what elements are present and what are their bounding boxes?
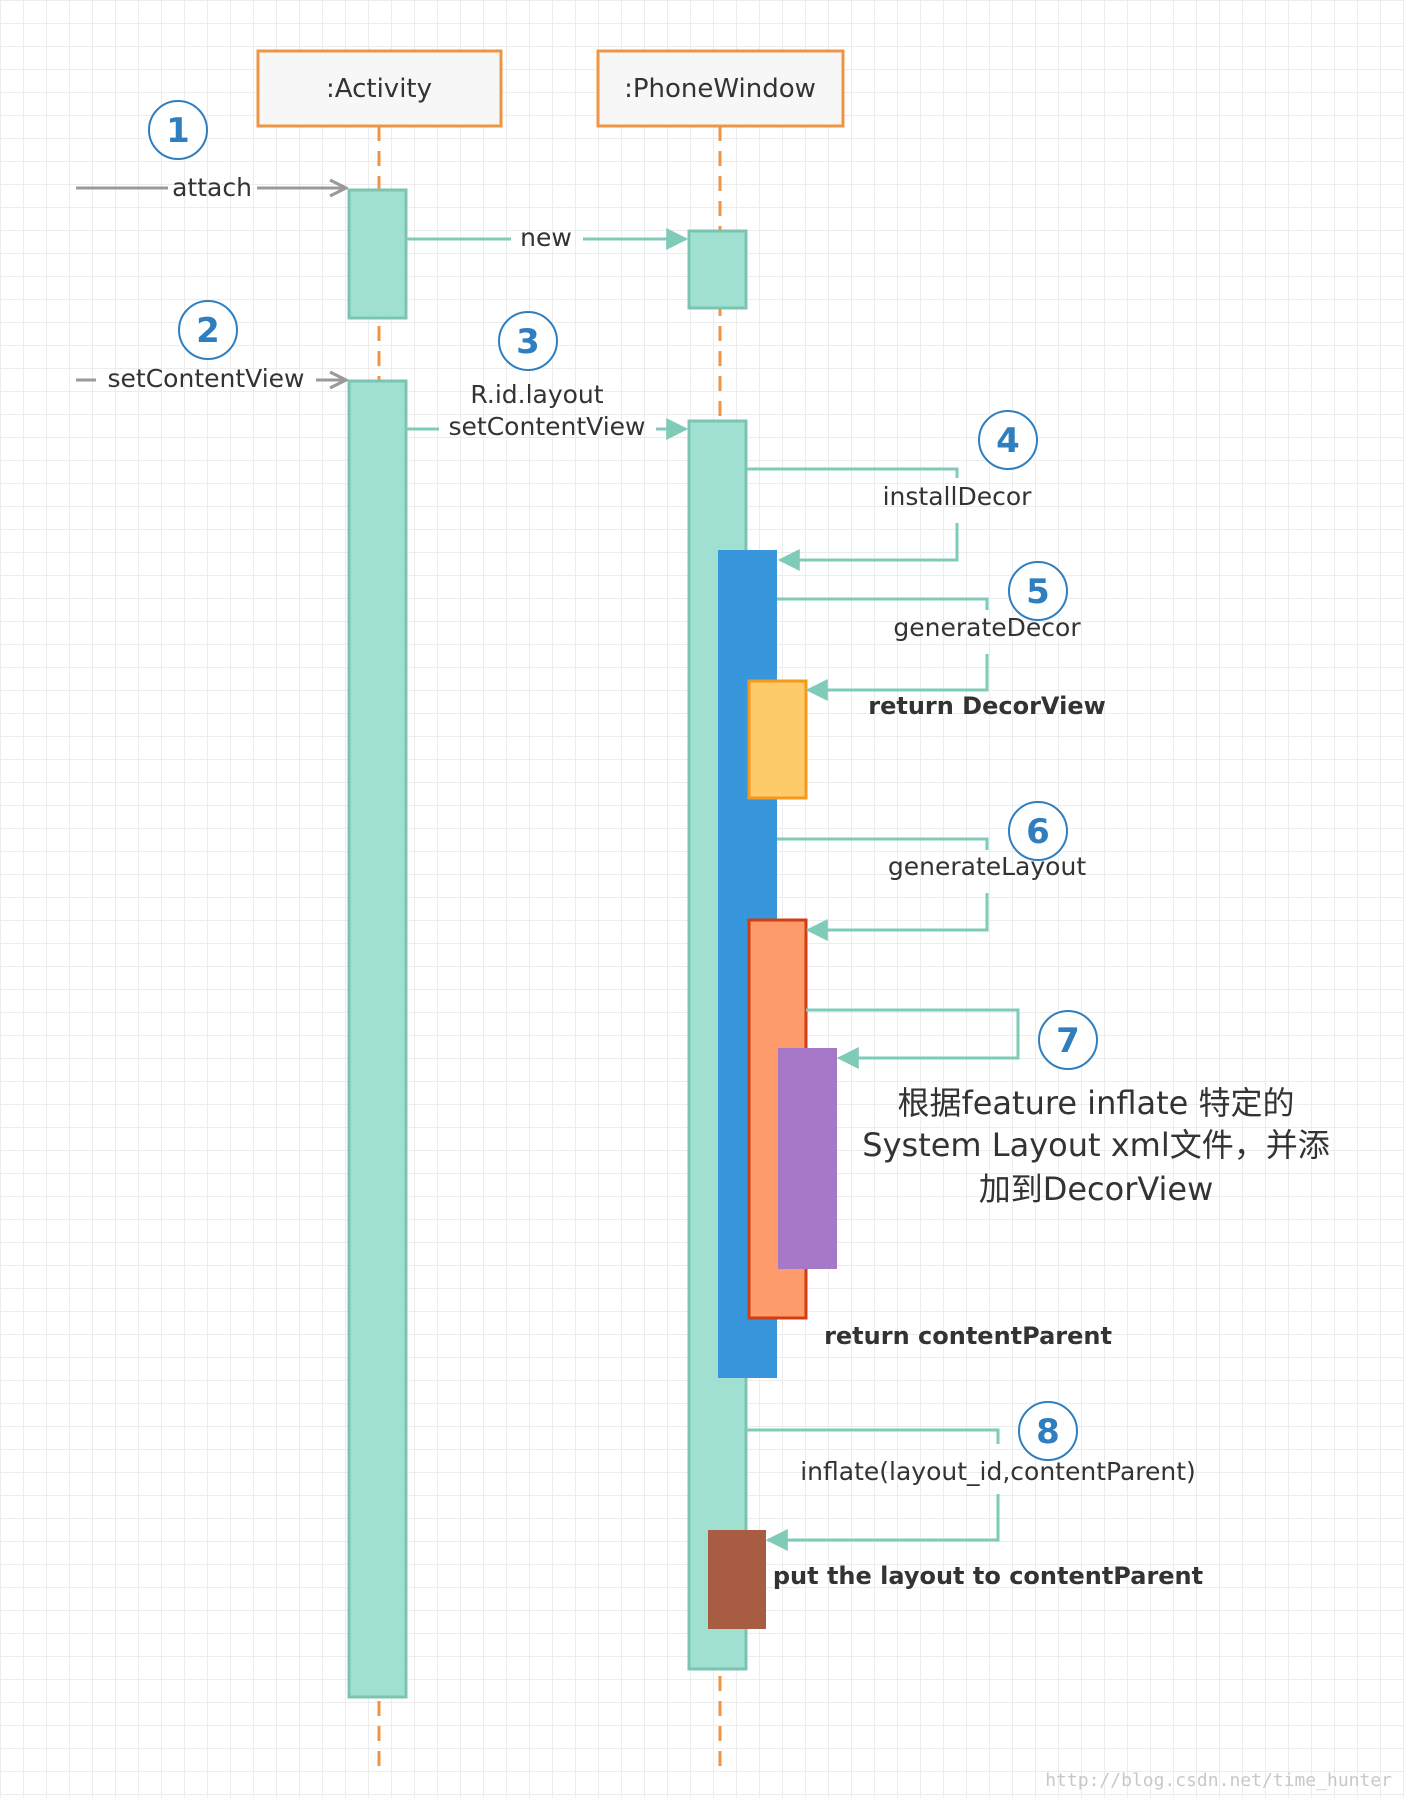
activity-setcontentview-activation[interactable] [347, 379, 408, 1699]
activity-lifeline-header[interactable] [256, 49, 503, 128]
generate-decor-label: generateDecor [893, 613, 1081, 642]
step-6-badge [1008, 801, 1068, 861]
step-8-badge [1018, 1401, 1078, 1461]
step-3-number: 3 [516, 322, 540, 362]
generate-layout-label: generateLayout [888, 852, 1086, 881]
system-layout-activation[interactable] [778, 1048, 837, 1269]
step-7-badge [1038, 1010, 1098, 1070]
inflate-call-line [746, 1428, 1000, 1444]
setcontentview-message-label: setContentView [108, 364, 305, 393]
activity-lifeline-label: :Activity [326, 74, 432, 104]
system-layout-note-line-1: 根据feature inflate 特定的 [897, 1084, 1294, 1122]
phonewindow-setcontentview-label: setContentView [449, 412, 646, 441]
return-content-parent-label: return contentParent [824, 1322, 1112, 1350]
install-decor-call-line [746, 467, 959, 478]
attach-message-label: attach [172, 173, 252, 202]
step-6-number: 6 [1026, 812, 1050, 852]
step-5-badge [1008, 561, 1068, 621]
put-layout-label: put the layout to contentParent [773, 1562, 1203, 1590]
step-4-number: 4 [996, 421, 1020, 461]
install-decor-label: installDecor [883, 482, 1033, 511]
step-7-number: 7 [1056, 1021, 1080, 1061]
install-decor-return-arrow[interactable] [777, 523, 959, 571]
step-5-number: 5 [1026, 572, 1050, 612]
generate-decor-return-arrow[interactable] [805, 654, 989, 701]
step-4-badge [978, 410, 1038, 470]
generate-layout-call-line [777, 837, 989, 850]
phonewindow-new-activation[interactable] [687, 229, 748, 310]
decor-view-activation[interactable] [747, 679, 808, 800]
phonewindow-lifeline-header[interactable] [596, 49, 845, 128]
inflate-label: inflate(layout_id,contentParent) [800, 1457, 1196, 1486]
step-8-number: 8 [1036, 1412, 1060, 1452]
system-layout-note-line-3: 加到DecorView [979, 1170, 1214, 1208]
new-message-label: new [520, 223, 572, 252]
activity-attach-activation[interactable] [347, 188, 408, 320]
system-layout-note-line-2: System Layout xml文件，并添 [862, 1126, 1329, 1164]
step-1-badge [148, 100, 208, 160]
inflate-return-arrow[interactable] [765, 1494, 1000, 1551]
step-2-number: 2 [196, 311, 220, 351]
generate-layout-return-arrow[interactable] [805, 893, 989, 941]
watermark: http://blog.csdn.net/time_hunter [1045, 1770, 1392, 1791]
rid-layout-label: R.id.layout [470, 380, 603, 409]
return-decor-view-label: return DecorView [868, 692, 1106, 720]
step-2-badge [178, 300, 238, 360]
content-parent-activation[interactable] [708, 1530, 766, 1629]
phonewindow-lifeline-label: :PhoneWindow [624, 74, 816, 104]
step-3-badge [498, 311, 558, 371]
step-1-number: 1 [166, 111, 190, 151]
system-layout-arrow[interactable] [806, 1008, 1020, 1069]
generate-decor-call-line [777, 597, 989, 610]
